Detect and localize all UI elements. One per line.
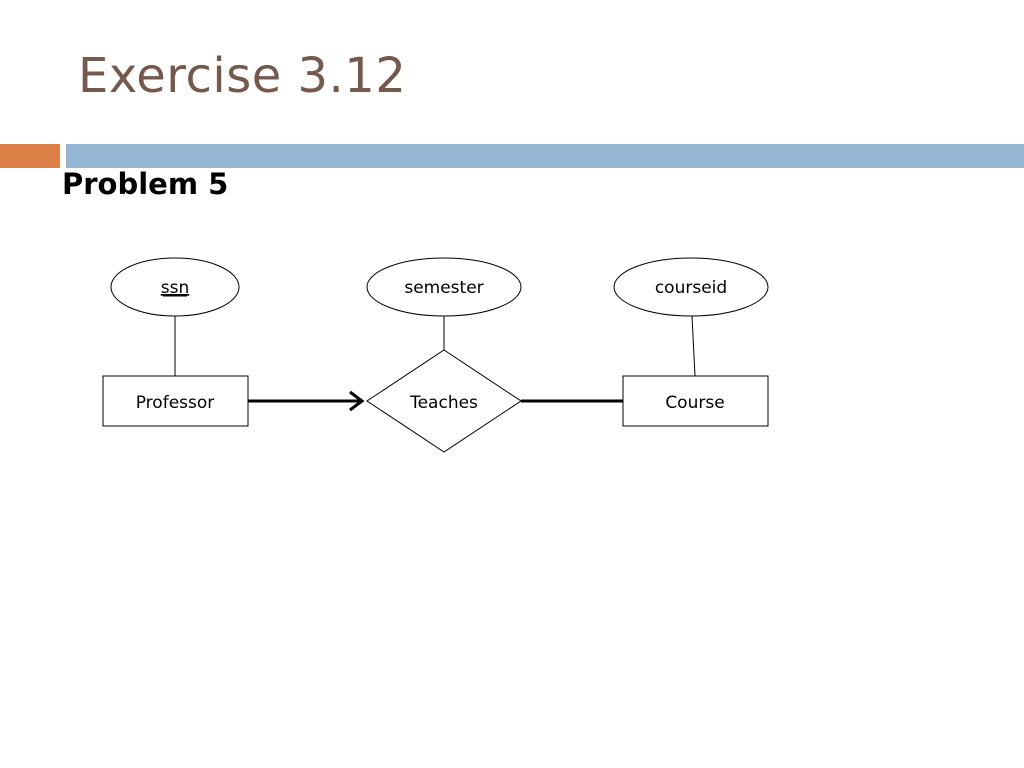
attribute-courseid: courseid <box>613 257 769 317</box>
entity-professor-label: Professor <box>136 393 215 413</box>
slide-title: Exercise 3.12 <box>78 48 407 104</box>
relationship-teaches-label: Teaches <box>409 393 478 413</box>
attribute-courseid-label: courseid <box>655 278 727 298</box>
entity-course-label: Course <box>665 393 724 413</box>
attribute-courseid-shape <box>613 257 769 317</box>
relationship-teaches: Teaches <box>366 349 522 453</box>
entity-course-box <box>622 375 769 427</box>
entity-professor-box <box>102 375 249 427</box>
accent-bar-orange <box>0 144 60 168</box>
attribute-semester-label: semester <box>404 278 483 298</box>
accent-bar-blue <box>66 144 1024 168</box>
problem-subtitle: Problem 5 <box>62 167 229 201</box>
attribute-semester: semester <box>366 257 522 317</box>
attribute-semester-shape <box>366 257 522 317</box>
attribute-ssn-shape <box>110 257 240 317</box>
entity-professor: Professor <box>102 375 249 427</box>
professor-teaches-arrowhead <box>349 390 365 412</box>
entity-course: Course <box>622 375 769 427</box>
courseid-connector <box>691 315 696 377</box>
relationship-teaches-diamond <box>366 349 522 453</box>
attribute-ssn: ssn <box>110 257 240 317</box>
attribute-ssn-label: ssn <box>161 278 190 298</box>
